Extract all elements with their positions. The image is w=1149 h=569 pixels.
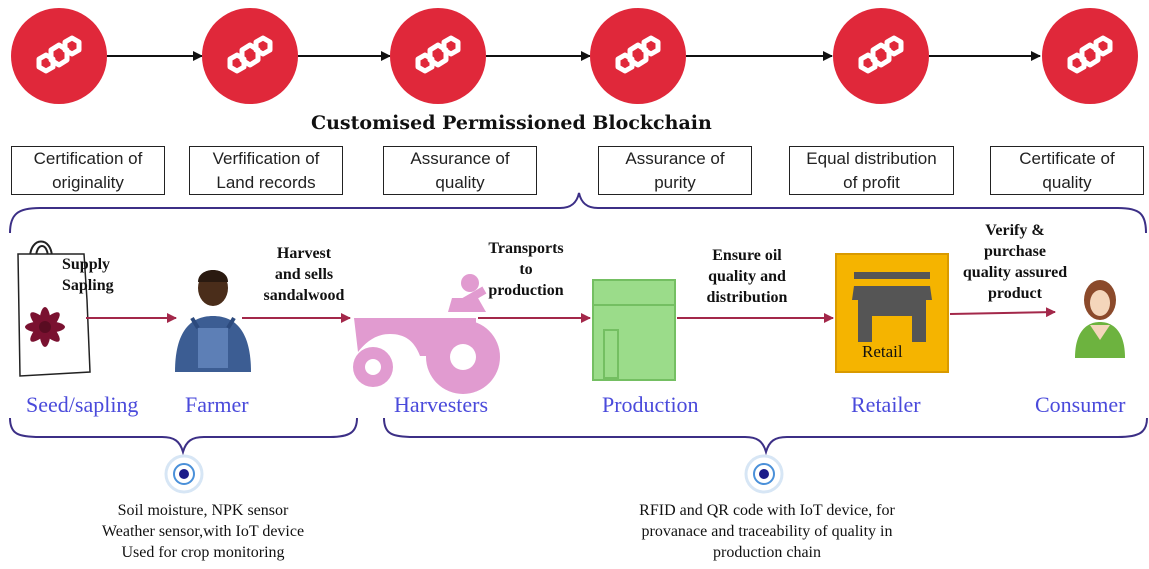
chain-sensor-note: RFID and QR code with IoT device, for pr… xyxy=(639,502,895,561)
check-assurance-purity: Assurance of purity xyxy=(598,146,752,195)
chain-sensor-icon xyxy=(744,454,784,494)
check-certification-originality: Certification of originality xyxy=(11,146,165,195)
stage-production: Production xyxy=(602,392,699,417)
blockchain-node-icon xyxy=(833,8,929,104)
retail-sign: Retail xyxy=(862,342,903,361)
blockchain-node-icon xyxy=(390,8,486,104)
bottom-brace-farm xyxy=(9,417,358,456)
retail-shop-icon xyxy=(835,253,949,373)
stage-seed-sapling: Seed/sapling xyxy=(26,392,139,417)
consumer-icon xyxy=(1075,280,1125,358)
stage-harvesters: Harvesters xyxy=(394,392,489,417)
blockchain-node-icon xyxy=(11,8,107,104)
blockchain-node-icon xyxy=(202,8,298,104)
tractor-icon xyxy=(353,274,500,394)
farm-sensor-icon xyxy=(164,454,204,494)
stage-retailer: Retailer xyxy=(851,392,921,417)
check-assurance-quality: Assurance of quality xyxy=(383,146,537,195)
blockchain-node-icon xyxy=(590,8,686,104)
flow-label-harvest: Harvest and sells sandalwood xyxy=(263,245,345,304)
stage-consumer: Consumer xyxy=(1035,392,1126,417)
top-brace xyxy=(9,192,1147,234)
farmer-icon xyxy=(175,270,251,372)
flow-label-oil-quality: Ensure oil quality and distribution xyxy=(706,247,788,306)
blockchain-node-icon xyxy=(1042,8,1138,104)
flow-label-transport: Transports to production xyxy=(488,240,564,299)
flow-arrows xyxy=(86,307,1056,323)
flow-label-verify-purchase: Verify & purchase quality assured produc… xyxy=(962,222,1068,302)
check-certificate-quality: Certificate of quality xyxy=(990,146,1144,195)
stage-farmer: Farmer xyxy=(185,392,249,417)
flow-label-supply-sapling: Supply Sapling xyxy=(62,256,114,294)
bottom-brace-chain xyxy=(383,417,1148,456)
diagram-title: Customised Permissioned Blockchain xyxy=(311,112,712,134)
factory-icon xyxy=(592,279,676,381)
sapling-bag-icon xyxy=(17,240,91,377)
check-land-records: Verfification of Land records xyxy=(189,146,343,195)
check-profit-distribution: Equal distribution of profit xyxy=(789,146,954,195)
farm-sensor-note: Soil moisture, NPK sensor Weather sensor… xyxy=(101,502,305,561)
